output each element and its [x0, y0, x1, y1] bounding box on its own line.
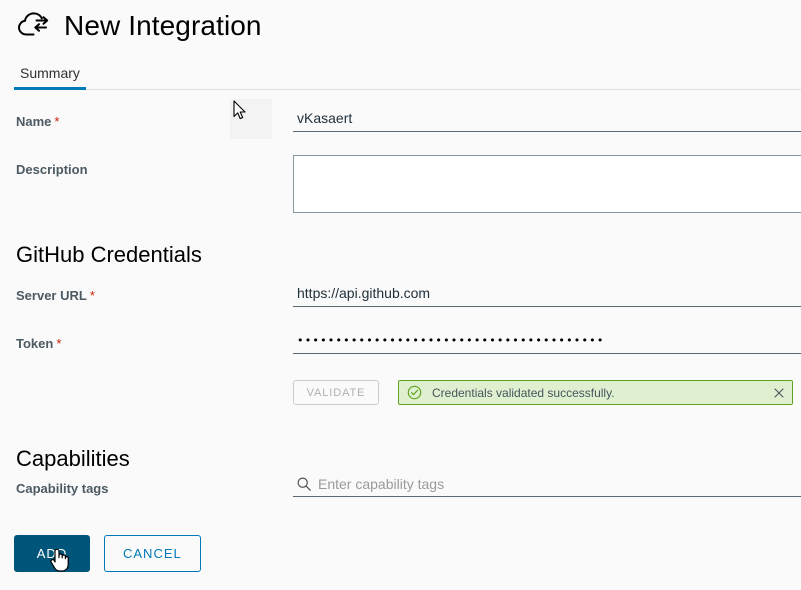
alert-message: Credentials validated successfully. [432, 385, 615, 400]
description-label: Description [16, 162, 88, 177]
token-label: Token* [16, 336, 61, 351]
server-url-label-text: Server URL [16, 288, 87, 303]
capability-tags-label: Capability tags [16, 481, 108, 496]
capability-tags-field-wrap [293, 476, 801, 497]
capability-tags-search-wrap [293, 476, 801, 497]
token-field-wrap: •••••••••••••••••••••••••••••••••••••••• [293, 334, 801, 354]
description-textarea[interactable] [293, 155, 801, 213]
mouse-arrow-cursor [233, 100, 246, 120]
capability-tags-label-text: Capability tags [16, 481, 109, 496]
capabilities-heading: Capabilities [16, 446, 130, 471]
cloud-sync-icon [17, 12, 49, 36]
tab-summary[interactable]: Summary [14, 65, 86, 90]
page-title: New Integration [64, 10, 262, 41]
server-url-required-marker: * [89, 288, 95, 303]
server-url-field-wrap [293, 285, 801, 307]
mouse-hand-cursor [50, 548, 69, 572]
footer-actions: ADD CANCEL [14, 535, 201, 572]
capability-tags-input[interactable] [318, 476, 801, 492]
page-header: New Integration [16, 8, 262, 44]
cancel-button[interactable]: CANCEL [104, 535, 201, 572]
name-required-marker: * [54, 114, 60, 129]
tab-bar: Summary [0, 62, 801, 90]
search-icon [297, 477, 311, 491]
description-field-wrap [293, 155, 801, 218]
name-input[interactable] [293, 110, 801, 132]
server-url-label: Server URL* [16, 288, 95, 303]
close-icon[interactable] [772, 386, 786, 400]
success-check-icon [407, 385, 422, 400]
token-label-text: Token [16, 336, 54, 351]
token-input[interactable]: •••••••••••••••••••••••••••••••••••••••• [293, 334, 801, 354]
server-url-input[interactable] [293, 285, 801, 307]
name-field-wrap [293, 110, 801, 132]
github-credentials-heading: GitHub Credentials [16, 242, 202, 267]
name-label: Name* [16, 114, 59, 129]
validate-button[interactable]: VALIDATE [293, 380, 379, 405]
tab-bar-rule [14, 89, 801, 90]
name-label-text: Name [16, 114, 52, 129]
validation-success-alert: Credentials validated successfully. [398, 380, 793, 405]
description-label-text: Description [16, 162, 88, 177]
token-required-marker: * [56, 336, 62, 351]
